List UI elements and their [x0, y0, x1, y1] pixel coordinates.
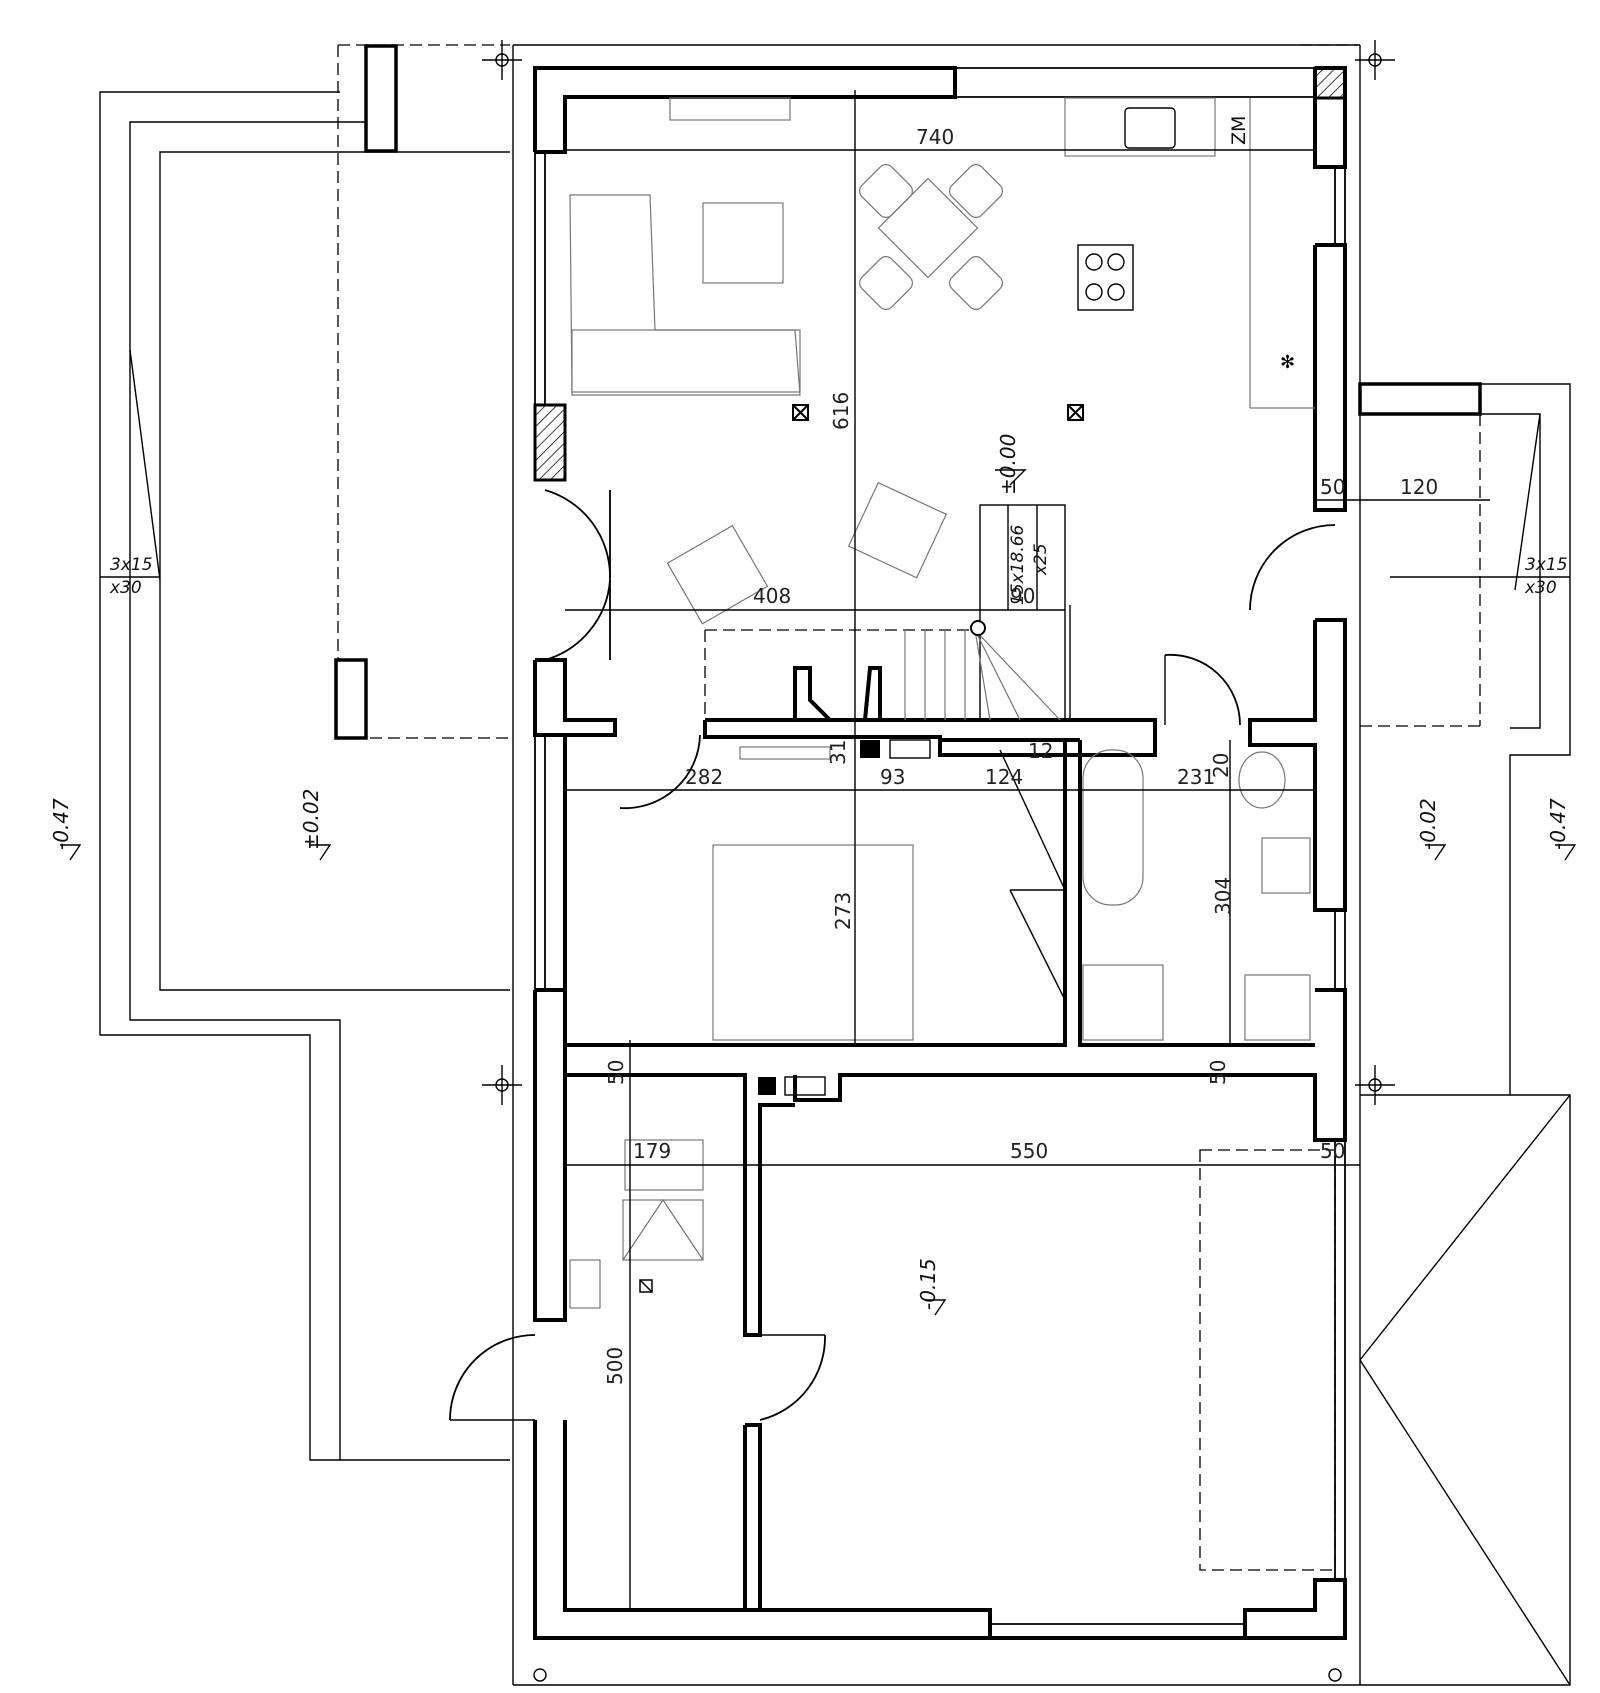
level-terrace-left: ±0.02: [299, 789, 323, 850]
outer-lines: [512, 44, 1361, 1686]
steps-right-size: 3x15: [1525, 555, 1568, 575]
left-pillar-top: [364, 44, 398, 153]
door-garage-inner: [759, 1334, 826, 1421]
left-terrace: [99, 44, 510, 1461]
dim-740: 740: [916, 125, 954, 149]
chimney-icon: [758, 1077, 776, 1095]
coffee-table: [702, 202, 784, 284]
level-terrace-right: -0.02: [1416, 798, 1440, 850]
toilet: [1238, 751, 1286, 809]
furniture: [569, 97, 1336, 1571]
doors: [449, 489, 1336, 1421]
dim-90: 90: [1010, 584, 1035, 608]
furnace: [622, 1199, 704, 1261]
tv-bedroom: [739, 746, 831, 760]
door-bath: [1164, 653, 1241, 726]
dim-408: 408: [753, 584, 791, 608]
stove-icon: [1077, 244, 1134, 311]
armchair-2: [847, 481, 948, 579]
bathtub: [1082, 749, 1144, 906]
dim-20: 20: [1209, 753, 1233, 778]
door-entrance: [449, 1334, 536, 1421]
dim-12: 12: [1028, 739, 1053, 763]
dim-50-terrace: 50: [1320, 475, 1345, 499]
shower: [1082, 964, 1164, 1041]
dim-231: 231: [1177, 765, 1215, 789]
level-marks: ±0.00 ±0.02 -0.02 -0.47 -0.47 -0.15: [49, 434, 1577, 1316]
dim-50-garage: 50: [1320, 1139, 1345, 1163]
level-outer-left: -0.47: [49, 798, 73, 850]
door-bedroom: [619, 734, 701, 810]
steps-left-count: x30: [109, 578, 142, 598]
dim-616: 616: [829, 392, 853, 430]
dim-179: 179: [633, 1139, 671, 1163]
level-outer-right: -0.47: [1546, 798, 1570, 850]
sink-garage: [569, 1259, 601, 1309]
door-right-terrace: [1249, 524, 1336, 611]
ventilation-icon: [792, 404, 809, 421]
steps-right-count: x30: [1524, 578, 1557, 598]
dim-120: 120: [1400, 475, 1438, 499]
ventilation-icon: [639, 1279, 653, 1293]
chimney-hatch-top: [1313, 66, 1347, 100]
armchair-1: [666, 524, 769, 625]
step-labels: 3x15 x30 3x15 x30 15x18.66 x25: [109, 524, 1568, 605]
dining-table: [859, 164, 1003, 310]
steps-main-count: x25: [1031, 543, 1051, 576]
door-left-lower: [544, 579, 611, 661]
dim-550: 550: [1010, 1139, 1048, 1163]
dim-500: 500: [603, 1347, 627, 1385]
dim-273: 273: [831, 892, 855, 930]
axis-markers: [482, 40, 1395, 1682]
washing-machine: [1244, 974, 1311, 1041]
washbasin: [1261, 837, 1311, 894]
chimney-hatch-left: [533, 403, 567, 482]
chimney-icon: [860, 740, 880, 758]
left-pillar-bottom: [334, 658, 368, 740]
right-pillar: [1358, 382, 1482, 416]
sofa: [569, 194, 801, 396]
dimension-lines: [565, 90, 1490, 1610]
door-left-upper: [544, 489, 611, 579]
sink-icon: [1124, 107, 1176, 149]
dim-124: 124: [985, 765, 1023, 789]
dim-282: 282: [685, 765, 723, 789]
dim-50-right: 50: [1206, 1060, 1230, 1085]
walls: [533, 66, 1347, 1640]
bed: [712, 844, 914, 1041]
ventilation: [639, 404, 1084, 1293]
fridge-icon: ✻: [1280, 352, 1295, 373]
dim-93: 93: [880, 765, 905, 789]
dim-31: 31: [826, 740, 850, 765]
zm-label: ZM: [1228, 116, 1250, 145]
dimension-labels: 740 616 408 90 282 31 93 124 12 231 20 2…: [603, 125, 1438, 1385]
steps-left-size: 3x15: [110, 555, 153, 575]
level-garage: -0.15: [916, 1258, 940, 1310]
staircase: [704, 504, 1066, 1001]
steps-main-size: 15x18.66: [1008, 524, 1028, 605]
dim-50-left: 50: [604, 1060, 628, 1085]
ventilation-icon: [1067, 404, 1084, 421]
kitchen: ZM ✻: [1064, 97, 1315, 409]
tv-top: [669, 97, 791, 121]
level-ground: ±0.00: [996, 434, 1020, 495]
car-outline: [1199, 1149, 1336, 1571]
dim-304: 304: [1211, 877, 1235, 915]
